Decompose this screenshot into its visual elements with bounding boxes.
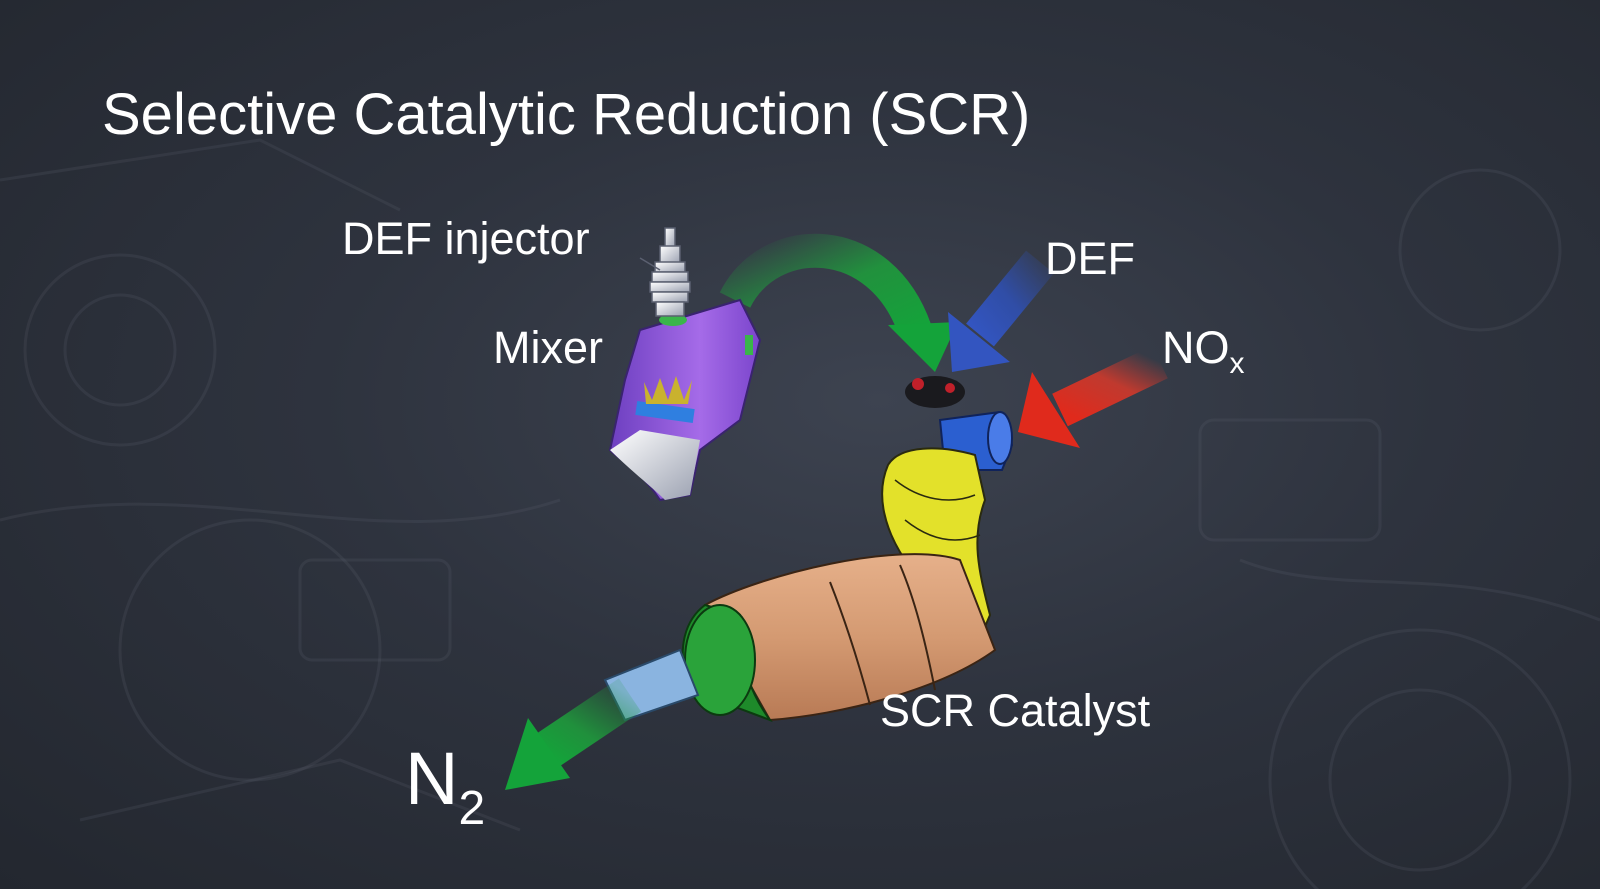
n2-arrow [505,678,642,790]
nox-label-subscript: x [1229,347,1245,380]
nox-label-main: NO [1162,322,1230,373]
n2-label-subscript: 2 [458,782,486,835]
mixer-icon [608,298,762,502]
mixer-label: Mixer [493,322,603,373]
n2-label-main: N [405,737,459,820]
scr-catalyst-label: SCR Catalyst [880,685,1151,736]
def-injector-icon [639,227,691,317]
def-injector-label: DEF injector [342,213,590,264]
n2-label: N2 [405,742,485,833]
nox-arrow [1018,345,1168,448]
def-flow-arrow [719,233,958,372]
nox-label: NOx [1162,322,1245,379]
def-arrow [948,250,1054,372]
slide-title: Selective Catalytic Reduction (SCR) [102,82,1031,147]
scr-catalyst-icon [603,376,1014,723]
def-label: DEF [1045,233,1135,284]
